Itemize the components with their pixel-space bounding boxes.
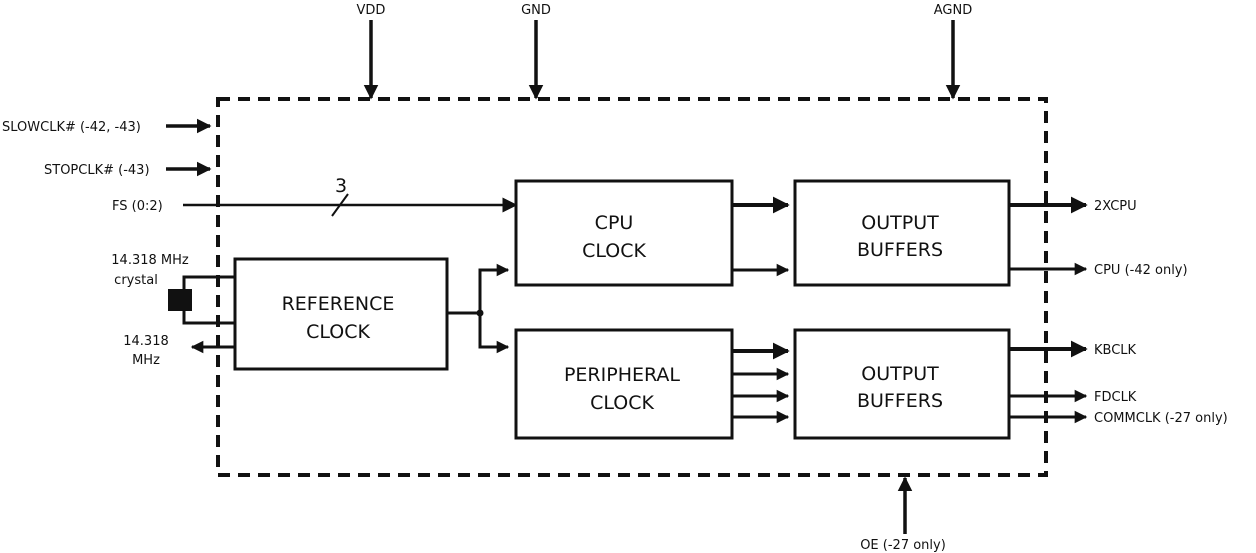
output-buffers-bottom-block: OUTPUT BUFFERS bbox=[793, 328, 1011, 440]
out-kbclk-label: KBCLK bbox=[1094, 343, 1137, 358]
oe-pin: OE (-27 only) bbox=[860, 476, 946, 553]
crystal-label-line1: 14.318 MHz bbox=[111, 253, 189, 268]
out-kbclk: KBCLK bbox=[1009, 340, 1137, 358]
oe-label: OE (-27 only) bbox=[860, 538, 946, 553]
crystal-icon bbox=[168, 289, 192, 311]
stopclk-label: STOPCLK# (-43) bbox=[44, 163, 150, 178]
cpu-clock-label-line1: CPU bbox=[595, 212, 634, 234]
peripheral-clock-label-line1: PERIPHERAL bbox=[564, 364, 680, 386]
output-buffers-top-block: OUTPUT BUFFERS bbox=[793, 179, 1011, 287]
ref-out-label-line2: MHz bbox=[132, 353, 160, 368]
out-2xcpu: 2XCPU bbox=[1009, 196, 1137, 214]
fs-label: FS (0:2) bbox=[112, 199, 163, 214]
out-commclk: COMMCLK (-27 only) bbox=[1009, 410, 1228, 426]
ref-to-clocks-connector bbox=[447, 263, 510, 354]
cpu-clock-label-line2: CLOCK bbox=[582, 240, 646, 262]
ref-output: 14.318 MHz bbox=[123, 334, 235, 368]
output-buffers-bottom-label-line2: BUFFERS bbox=[857, 390, 943, 412]
crystal: 14.318 MHz crystal bbox=[111, 253, 235, 325]
peripheral-clock-block: PERIPHERAL CLOCK bbox=[514, 328, 734, 440]
vdd-label: VDD bbox=[357, 3, 386, 18]
cpu-to-buffers-connectors bbox=[732, 196, 790, 277]
ref-out-label-line1: 14.318 bbox=[123, 334, 169, 349]
fs-input: FS (0:2) 3 bbox=[112, 175, 518, 217]
out-commclk-label: COMMCLK (-27 only) bbox=[1094, 411, 1228, 426]
peripheral-clock-label-line2: CLOCK bbox=[590, 392, 654, 414]
out-cpu: CPU (-42 only) bbox=[1009, 262, 1188, 278]
out-fdclk: FDCLK bbox=[1009, 389, 1137, 405]
reference-clock-label-line2: CLOCK bbox=[306, 321, 370, 343]
out-cpu-label: CPU (-42 only) bbox=[1094, 263, 1188, 278]
slowclk-input: SLOWCLK# (-42, -43) bbox=[2, 118, 212, 135]
chip-boundary bbox=[216, 97, 1048, 477]
crystal-label-line2: crystal bbox=[114, 273, 158, 288]
gnd-pin: GND bbox=[521, 3, 551, 100]
stopclk-input: STOPCLK# (-43) bbox=[44, 161, 212, 178]
vdd-pin: VDD bbox=[357, 3, 386, 100]
output-buffers-top-label-line1: OUTPUT bbox=[861, 212, 939, 234]
gnd-label: GND bbox=[521, 3, 551, 18]
slowclk-label: SLOWCLK# (-42, -43) bbox=[2, 120, 141, 135]
agnd-label: AGND bbox=[934, 3, 972, 18]
output-buffers-top-label-line2: BUFFERS bbox=[857, 239, 943, 261]
agnd-pin: AGND bbox=[934, 3, 972, 100]
bus-width-label: 3 bbox=[335, 175, 347, 197]
out-2xcpu-label: 2XCPU bbox=[1094, 199, 1137, 214]
reference-clock-block: REFERENCE CLOCK bbox=[233, 257, 449, 371]
cpu-clock-block: CPU CLOCK bbox=[514, 179, 734, 287]
output-buffers-bottom-label-line1: OUTPUT bbox=[861, 363, 939, 385]
peripheral-to-buffers-connectors bbox=[732, 342, 790, 424]
reference-clock-label-line1: REFERENCE bbox=[282, 293, 395, 315]
out-fdclk-label: FDCLK bbox=[1094, 390, 1137, 405]
